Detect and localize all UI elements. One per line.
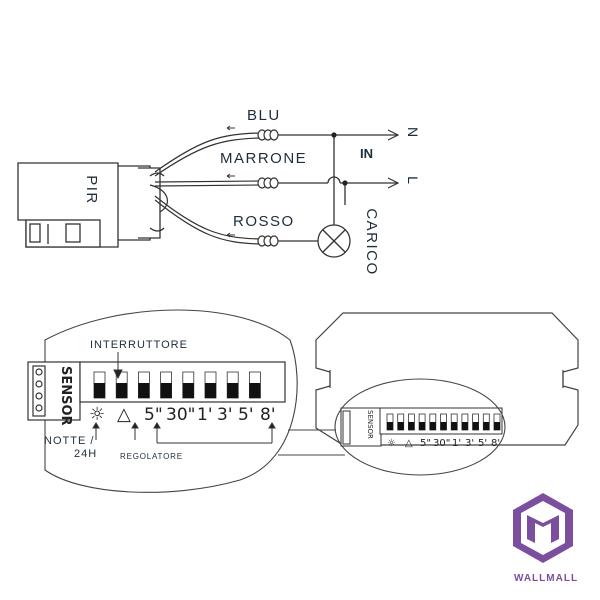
setting-pointers: [92, 422, 276, 444]
device-label: PIR: [83, 175, 100, 205]
time-setting-2: 1': [197, 405, 213, 425]
neutral-label: N: [405, 127, 421, 137]
time-setting-4: 5': [238, 405, 254, 425]
dip-switch-knob: [227, 383, 239, 398]
wire-label-red: ROSSO: [233, 213, 295, 230]
dip-switch-knob: [387, 422, 393, 430]
mini-time-1: 30": [433, 438, 450, 449]
mini-time-2: 1': [452, 438, 461, 449]
dip-switch-knob: [429, 422, 436, 430]
dip-switch-knob: [440, 422, 447, 430]
regulator-icon: △: [117, 404, 131, 425]
night-mode-icon: ☼: [89, 404, 105, 425]
mini-settings: ☼ △ 5" 30" 1' 3' 5' 8': [387, 438, 500, 449]
switch-label: INTERRUTTORE: [90, 339, 188, 351]
mini-time-0: 5": [420, 438, 431, 449]
dip-switch-knob: [472, 422, 479, 430]
dip-switch-knob: [160, 383, 172, 398]
dip-switch-knob: [249, 383, 261, 398]
wires: [149, 132, 261, 245]
mini-time-4: 5': [478, 438, 487, 449]
mini-sensor-label: SENSOR: [366, 410, 374, 439]
dip-switch-knob: [116, 383, 128, 398]
dip-switch-knob: [205, 383, 216, 398]
mini-time-3: 3': [465, 438, 474, 449]
terminal-arrows: [387, 129, 400, 189]
wire-label-blue: BLU: [247, 107, 281, 124]
time-setting-0: 5": [144, 405, 163, 425]
wire-label-brown: MARRONE: [220, 150, 307, 167]
dip-switch-knob: [419, 422, 426, 430]
night-label-2: 24H: [74, 448, 97, 460]
dip-switch-knob: [397, 422, 404, 430]
dip-switch-knob: [94, 383, 105, 398]
time-setting-1: 30": [166, 405, 195, 425]
regulator-label: REGOLATORE: [120, 452, 183, 461]
dip-switch-knob: [182, 383, 194, 398]
mini-night-icon: ☼: [387, 438, 396, 449]
big-settings: ☼ △ 5" 30" 1' 3' 5' 8': [89, 404, 276, 425]
load-label: CARICO: [363, 208, 380, 275]
dip-switch-knob: [408, 422, 415, 430]
pir-device: [17, 162, 165, 248]
mini-switch-row: [386, 413, 501, 431]
sensor-label: SENSOR: [58, 366, 73, 426]
dip-switch-knob: [461, 422, 468, 430]
time-setting-5: 8': [260, 405, 276, 425]
terminal-lines: [278, 134, 398, 242]
mini-regulator-icon: △: [405, 438, 413, 449]
big-switch-row: [93, 371, 261, 399]
dip-switch-knob: [483, 422, 490, 430]
lamp-icon: [317, 224, 351, 258]
junction-dots: [331, 132, 348, 186]
dip-switch-knob: [138, 383, 150, 398]
input-label: IN: [360, 146, 373, 161]
time-setting-3: 3': [217, 405, 233, 425]
dip-switch-knob: [451, 422, 458, 430]
line-label: L: [405, 176, 421, 184]
wire-arrows: [226, 125, 235, 238]
brand-name: WALLMALL: [514, 573, 578, 584]
zoom-ellipses: [44, 309, 506, 493]
night-label: NOTTE /: [44, 435, 94, 447]
dip-switch-knob: [494, 422, 500, 430]
switch-pointer: [113, 352, 123, 380]
mini-time-5: 8': [491, 438, 500, 449]
wallmall-logo-icon: [513, 493, 573, 563]
wire-nuts: [257, 129, 279, 247]
